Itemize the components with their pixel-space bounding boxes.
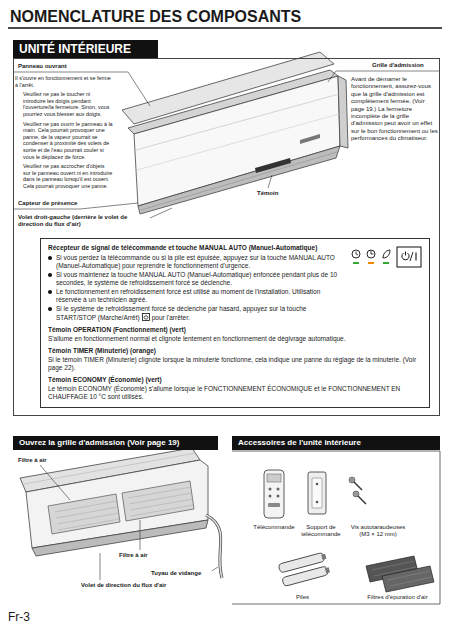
section-band: Accessoires de l'unité intérieure: [232, 436, 440, 450]
bullet-item: Si le système de refroidissement forcé s…: [48, 305, 342, 322]
bullet-item: Si vous maintenez la touche MANUAL AUTO …: [48, 271, 342, 287]
indicator-text: Si le témoin TIMER (Minuterie) clignote …: [48, 356, 422, 372]
bullet-text: Si vous maintenez la touche MANUAL AUTO …: [56, 271, 337, 286]
label-block: Capteur de présence: [18, 200, 128, 207]
label-block: Témoin: [257, 190, 297, 197]
indicator-title: Témoin ECONOMY (Économie) (vert): [48, 376, 422, 384]
label-block: Filtres d'épuration d'air: [355, 594, 440, 601]
section-band: Ouvrez la grille d'admission (Voir page …: [13, 436, 218, 450]
section-band: UNITÉ INTÉRIEURE: [13, 40, 158, 58]
part-label: Grille d'admission: [372, 62, 424, 68]
band-title: Ouvrez la grille d'admission (Voir page …: [19, 438, 179, 447]
part-label: Volet droit-gauche (derrière le volet de…: [18, 214, 127, 227]
label-block: Tuyau de vidange: [150, 570, 212, 577]
box-heading: Récepteur de signal de télécommande et t…: [48, 244, 342, 252]
info-box: Récepteur de signal de télécommande et t…: [40, 238, 430, 408]
label-block: Veuillez ne pas ouvrir le panneau à la m…: [15, 121, 113, 161]
label-block: Veuillez ne pas accrocher d'objets sur l…: [15, 163, 113, 189]
part-label: Piles: [296, 594, 309, 600]
part-label: Support de télécommande: [301, 524, 340, 537]
label-block: Filtre à air: [118, 552, 170, 559]
label-block: Support de télécommande: [298, 524, 344, 539]
band-title: Accessoires de l'unité intérieure: [238, 438, 361, 447]
part-label: Télécommande: [253, 524, 294, 530]
part-label: Filtre à air: [18, 457, 47, 463]
page-number: Fr-3: [8, 610, 30, 624]
part-label: Veuillez ne pas accrocher d'objets sur l…: [23, 163, 112, 189]
part-label: Avant de démarrer le fonctionnement, ass…: [351, 76, 438, 141]
band-title: UNITÉ INTÉRIEURE: [19, 42, 131, 56]
bullet-text: Le fonctionnement en refroidissement for…: [56, 288, 320, 303]
indicator-title: Témoin OPERATION (Fonctionnement) (vert): [48, 326, 422, 334]
bullet-dot: [48, 256, 52, 260]
bullet-item: Le fonctionnement en refroidissement for…: [48, 288, 342, 304]
bullet-dot: [48, 290, 52, 294]
indicator-title: Témoin TIMER (Minuterie) (orange): [48, 347, 422, 355]
indicator-text: S'allume en fonctionnement normal et cli…: [48, 335, 422, 343]
indicator-text: Le témoin ECONOMY (Économie) s'allume lo…: [48, 385, 422, 401]
label-block: Télécommande: [250, 524, 298, 531]
part-label: Il s'ouvre en fonctionnement et se ferme…: [15, 75, 111, 88]
label-block: Volet droit-gauche (derrière le volet de…: [18, 214, 148, 229]
part-label: Veuillez ne pas ouvrir le panneau à la m…: [23, 121, 113, 160]
label-block: Filtre à air: [18, 457, 78, 464]
part-label: Capteur de présence: [18, 200, 77, 206]
bullet-dot: [48, 307, 52, 311]
bullet-text: pour l'arrêter.: [152, 314, 190, 321]
label-block: Vis autotaraudeuses (M3 × 12 mm): [347, 524, 409, 539]
bullet-item: Si vous perdez la télécommande ou si la …: [48, 254, 342, 270]
part-label: Filtre à air: [119, 552, 148, 558]
part-label: Tuyau de vidange: [151, 570, 201, 576]
bullet-dot: [48, 273, 52, 277]
part-label: Volet de direction du flux d'air: [81, 582, 166, 588]
label-block: Panneau ouvrant: [18, 63, 138, 70]
part-label: Témoin: [257, 190, 278, 196]
label-block: Grille d'admission: [372, 62, 440, 69]
part-label: Vis autotaraudeuses (M3 × 12 mm): [351, 524, 406, 537]
indicator-panel: [349, 245, 423, 273]
part-label: Filtres d'épuration d'air: [367, 594, 427, 600]
label-block: Veuillez ne pas le toucher ni introduire…: [15, 91, 113, 117]
label-block: Avant de démarrer le fonctionnement, ass…: [343, 76, 438, 143]
label-block: Il s'ouvre en fonctionnement et se ferme…: [15, 75, 113, 88]
part-label: Panneau ouvrant: [18, 63, 67, 69]
label-block: Fr-3: [8, 610, 68, 624]
label-block: Piles: [280, 594, 325, 601]
page-title: NOMENCLATURE DES COMPOSANTS: [10, 8, 301, 26]
bullet-text: Si vous perdez la télécommande ou si la …: [56, 254, 335, 269]
power-icon: [142, 313, 150, 321]
part-label: Veuillez ne pas le toucher ni introduire…: [23, 91, 109, 117]
label-block: Volet de direction du flux d'air: [80, 582, 202, 589]
